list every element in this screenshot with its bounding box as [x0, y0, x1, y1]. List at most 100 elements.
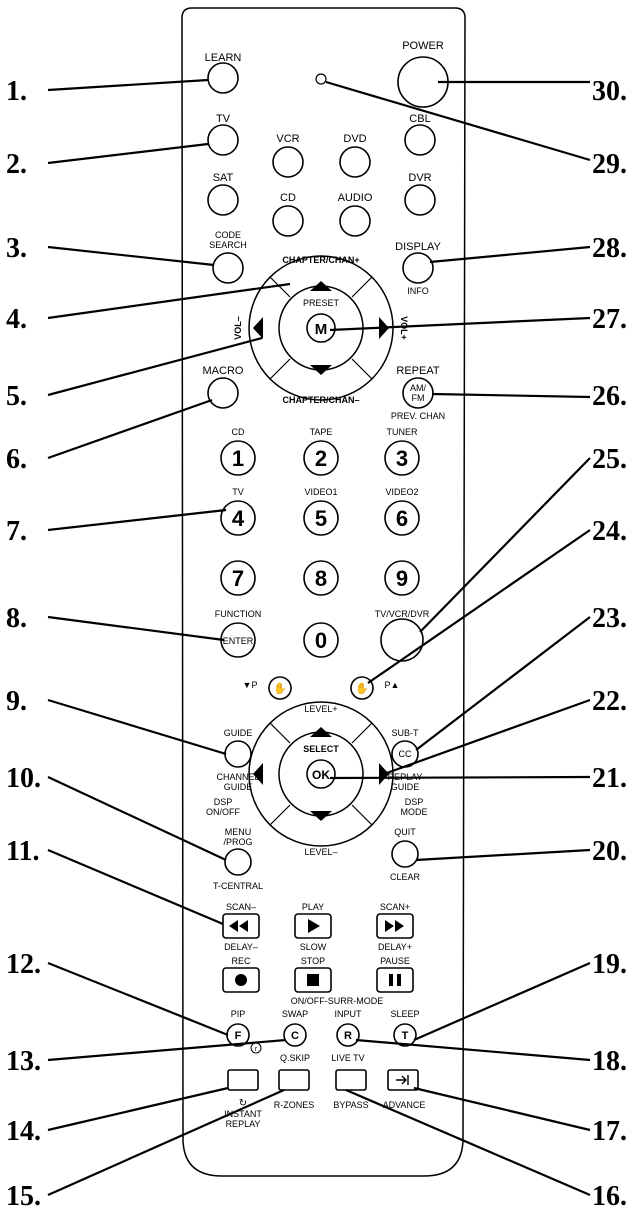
cbl-label: CBL	[409, 113, 430, 125]
callout-number-right: 18.	[592, 1046, 627, 1077]
ok-label: OK	[312, 768, 330, 782]
tv-vcr-dvr-button[interactable]	[380, 618, 424, 662]
r-small-label: r	[255, 1046, 258, 1053]
dvr-button[interactable]	[404, 184, 436, 216]
digit-4-button[interactable]	[220, 500, 256, 536]
channel-guide-label: GUIDE	[224, 782, 253, 792]
vol-minus-label: VOL–	[233, 316, 243, 340]
menu-prog-button[interactable]	[224, 848, 252, 876]
audio-label: AUDIO	[338, 192, 373, 204]
level-down-arrow-icon[interactable]	[310, 811, 332, 821]
callout-number-left: 8.	[6, 603, 27, 634]
callout-number-left: 15.	[6, 1181, 41, 1212]
guide-button[interactable]	[224, 740, 252, 768]
digit-7-label: 7	[232, 566, 244, 591]
leader-lines-left	[47, 78, 291, 1197]
delay-minus-label: DELAY–	[224, 942, 258, 952]
display-button[interactable]	[402, 252, 434, 284]
digit-8-button[interactable]	[303, 560, 339, 596]
audio-button[interactable]	[339, 205, 371, 237]
function-label: FUNCTION	[215, 609, 262, 619]
digit-2-button[interactable]	[303, 440, 339, 476]
instant-replay-icon: ↻	[239, 1098, 247, 1109]
zones-button[interactable]	[278, 1069, 310, 1091]
callout-number-left: 11.	[6, 836, 39, 867]
macro-button[interactable]	[207, 377, 239, 409]
scan-minus-label: SCAN–	[226, 902, 256, 912]
digit-1-button[interactable]	[220, 440, 256, 476]
chapter-chan-up-label: CHAPTER/CHAN+	[282, 255, 359, 265]
dvr-label: DVR	[408, 172, 431, 184]
pip-label: PIP	[231, 1009, 246, 1019]
tv-button[interactable]	[207, 124, 239, 156]
digit-3-button[interactable]	[384, 440, 420, 476]
callout-number-left: 1.	[6, 76, 27, 107]
t-key-label: T	[402, 1030, 409, 1042]
c-button[interactable]	[283, 1023, 307, 1047]
pause-icon	[389, 974, 393, 986]
cd-button[interactable]	[272, 205, 304, 237]
callout-number-right: 30.	[592, 76, 627, 107]
vcr-button[interactable]	[272, 146, 304, 178]
callout-number-right: 27.	[592, 304, 627, 335]
thumb-up-button[interactable]	[350, 676, 374, 700]
callout-numbers-right: 30.29.28.27.26.25.24.23.22.21.20.19.18.1…	[592, 76, 627, 1212]
code-search-button[interactable]	[212, 252, 244, 284]
dvd-button[interactable]	[339, 146, 371, 178]
t-central-label: T-CENTRAL	[213, 881, 263, 891]
pause-button[interactable]	[376, 967, 414, 993]
vcr-label: VCR	[276, 133, 299, 145]
callout-number-right: 29.	[592, 149, 627, 180]
quit-button[interactable]	[391, 840, 419, 868]
digit-0-button[interactable]	[303, 622, 339, 658]
dvd-label: DVD	[343, 133, 366, 145]
digit-6-button[interactable]	[384, 500, 420, 536]
sat-button[interactable]	[207, 184, 239, 216]
instant-replay-button[interactable]	[227, 1069, 259, 1091]
dsp-left-label: DSP	[214, 797, 233, 807]
learn-button[interactable]	[207, 62, 239, 94]
callout-number-left: 2.	[6, 149, 27, 180]
cd-label: CD	[280, 192, 296, 204]
m-button[interactable]	[306, 313, 336, 343]
digit-3-label: 3	[396, 446, 408, 471]
chan-down-arrow-icon[interactable]	[310, 365, 332, 375]
callout-number-left: 4.	[6, 304, 27, 335]
bypass-button[interactable]	[335, 1069, 367, 1091]
repeat-label: REPEAT	[396, 365, 439, 377]
callout-number-left: 7.	[6, 516, 27, 547]
left-arrow-icon[interactable]	[253, 763, 263, 785]
r-button[interactable]	[336, 1023, 360, 1047]
digit-4-top-label: TV	[232, 487, 244, 497]
sat-label: SAT	[213, 172, 234, 184]
digit-7-button[interactable]	[220, 560, 256, 596]
delay-plus-label: DELAY+	[378, 942, 412, 952]
prev-chan-label: PREV. CHAN	[391, 411, 445, 421]
callout-number-right: 21.	[592, 763, 627, 794]
bypass-label: BYPASS	[333, 1100, 368, 1110]
q-skip-label: Q.SKIP	[280, 1053, 310, 1063]
fast-forward-icon	[385, 920, 404, 932]
digit-8-label: 8	[315, 566, 327, 591]
indicator-led	[315, 73, 327, 85]
live-tv-label: LIVE TV	[331, 1053, 364, 1063]
stop-icon	[307, 974, 319, 986]
digit-0-label: 0	[315, 628, 327, 653]
digit-5-button[interactable]	[303, 500, 339, 536]
vol-down-arrow-icon[interactable]	[253, 317, 263, 339]
callout-number-right: 16.	[592, 1181, 627, 1212]
digit-3-top-label: TUNER	[387, 427, 418, 437]
chan-up-arrow-icon[interactable]	[310, 281, 332, 291]
digit-6-top-label: VIDEO2	[385, 487, 418, 497]
digit-9-button[interactable]	[384, 560, 420, 596]
thumb-down-button[interactable]	[268, 676, 292, 700]
level-up-arrow-icon[interactable]	[310, 727, 332, 737]
t-button[interactable]	[393, 1023, 417, 1047]
rewind-icon	[229, 920, 248, 932]
play-label: PLAY	[302, 902, 324, 912]
callout-number-right: 23.	[592, 603, 627, 634]
cbl-button[interactable]	[404, 124, 436, 156]
prog-label: /PROG	[223, 837, 252, 847]
ok-button[interactable]	[306, 759, 336, 789]
